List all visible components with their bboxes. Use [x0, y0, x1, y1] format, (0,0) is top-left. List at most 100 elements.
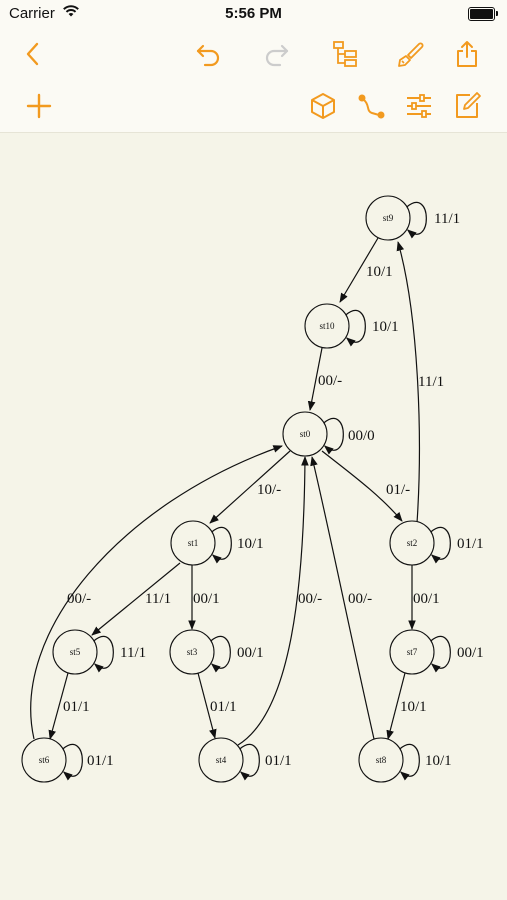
edge-label: 10/1: [237, 536, 264, 552]
state-circle[interactable]: [198, 737, 244, 783]
edge-label: 00/-: [67, 591, 91, 607]
state-label: st7: [407, 647, 418, 657]
state-label: st0: [300, 429, 311, 439]
edge-st0-st1[interactable]: [209, 450, 291, 524]
edge-st9-st10[interactable]: [339, 237, 379, 303]
state-circle[interactable]: [169, 629, 215, 675]
share-button[interactable]: [449, 36, 485, 72]
edge-st7-st7[interactable]: [430, 635, 451, 673]
chevron-left-icon: [26, 42, 39, 66]
edge-st7-st8[interactable]: [386, 672, 406, 740]
edge-label: 00/-: [318, 373, 342, 389]
redo-icon: [265, 44, 289, 67]
edge-label: 00/-: [348, 591, 372, 607]
state-node-st8[interactable]: st8: [358, 737, 404, 783]
edge-label: 00/-: [298, 591, 322, 607]
edge-label: 01/1: [265, 753, 292, 769]
edge-st2-st2[interactable]: [430, 526, 451, 564]
edit-icon: [456, 92, 481, 118]
cube-icon: [311, 93, 335, 119]
edge-label: 11/1: [120, 645, 146, 661]
state-label: st9: [383, 213, 394, 223]
state-node-st9[interactable]: st9: [365, 195, 411, 241]
paint-button[interactable]: [392, 36, 428, 72]
edge-st10-st10[interactable]: [345, 309, 366, 347]
state-label: st8: [376, 755, 387, 765]
state-label: st2: [407, 538, 418, 548]
battery-icon: [468, 7, 498, 21]
paintbrush-icon: [398, 42, 424, 67]
edge-label: 11/1: [418, 374, 444, 390]
state-node-st7[interactable]: st7: [389, 629, 435, 675]
edge-st4-st4[interactable]: [239, 743, 260, 781]
add-button[interactable]: [21, 88, 57, 124]
state-node-st1[interactable]: st1: [170, 520, 216, 566]
state-circle[interactable]: [21, 737, 67, 783]
settings-button[interactable]: [401, 88, 437, 124]
edit-button[interactable]: [449, 88, 485, 124]
edge-st0-st0[interactable]: [323, 417, 344, 455]
connect-button[interactable]: [353, 88, 389, 124]
edge-label: 01/1: [457, 536, 484, 552]
state-node-st10[interactable]: st10: [304, 303, 350, 349]
edge-st1-st5[interactable]: [91, 562, 181, 636]
edge-label: 00/0: [348, 428, 375, 444]
sliders-icon: [407, 94, 431, 118]
state-node-st5[interactable]: st5: [52, 629, 98, 675]
edge-st8-st8[interactable]: [399, 743, 420, 781]
undo-button[interactable]: [190, 36, 226, 72]
edge-st0-st2[interactable]: [321, 450, 403, 522]
edge-st6-st6[interactable]: [62, 743, 83, 781]
edge-label: 01/1: [87, 753, 114, 769]
edge-label: 10/1: [425, 753, 452, 769]
state-node-st2[interactable]: st2: [389, 520, 435, 566]
edge-label: 01/1: [210, 699, 237, 715]
edge-label: 00/1: [237, 645, 264, 661]
state-circle[interactable]: [52, 629, 98, 675]
state-label: st10: [319, 321, 335, 331]
state-node-st0[interactable]: st0: [282, 411, 328, 457]
state-node-st4[interactable]: st4: [198, 737, 244, 783]
edge-st9-st9[interactable]: [406, 201, 427, 239]
edge-st2-st9[interactable]: [396, 241, 420, 524]
state-circle[interactable]: [389, 520, 435, 566]
state-circle[interactable]: [282, 411, 328, 457]
edge-label: 11/1: [434, 211, 460, 227]
state-circle[interactable]: [358, 737, 404, 783]
undo-icon: [196, 44, 220, 67]
edge-label: 00/1: [193, 591, 220, 607]
state-label: st1: [188, 538, 199, 548]
edge-label: 10/1: [400, 699, 427, 715]
edge-label: 11/1: [145, 591, 171, 607]
redo-button[interactable]: [259, 36, 295, 72]
edge-st5-st5[interactable]: [93, 635, 114, 673]
edge-label: 01/1: [63, 699, 90, 715]
edge-label: 00/1: [457, 645, 484, 661]
edge-st6-st0[interactable]: [30, 445, 283, 740]
connector-icon: [358, 94, 385, 119]
edge-label: 10/1: [366, 264, 393, 280]
edge-st8-st0[interactable]: [310, 456, 375, 740]
state-circle[interactable]: [389, 629, 435, 675]
state-circle[interactable]: [304, 303, 350, 349]
box-button[interactable]: [305, 88, 341, 124]
state-node-st6[interactable]: st6: [21, 737, 67, 783]
edge-st4-st0[interactable]: [237, 456, 309, 746]
wifi-icon: [63, 5, 79, 17]
state-circle[interactable]: [170, 520, 216, 566]
edge-st5-st6[interactable]: [48, 672, 69, 740]
hierarchy-button[interactable]: [327, 36, 363, 72]
edge-st3-st4[interactable]: [197, 672, 217, 739]
hierarchy-icon: [333, 41, 357, 67]
state-label: st6: [39, 755, 50, 765]
carrier-label: Carrier: [9, 5, 55, 22]
edge-st10-st0[interactable]: [307, 347, 323, 411]
edge-st3-st3[interactable]: [210, 635, 231, 673]
back-button[interactable]: [15, 36, 51, 72]
state-node-st3[interactable]: st3: [169, 629, 215, 675]
toolbar: [0, 30, 507, 133]
state-circle[interactable]: [365, 195, 411, 241]
edge-st1-st1[interactable]: [211, 526, 232, 564]
